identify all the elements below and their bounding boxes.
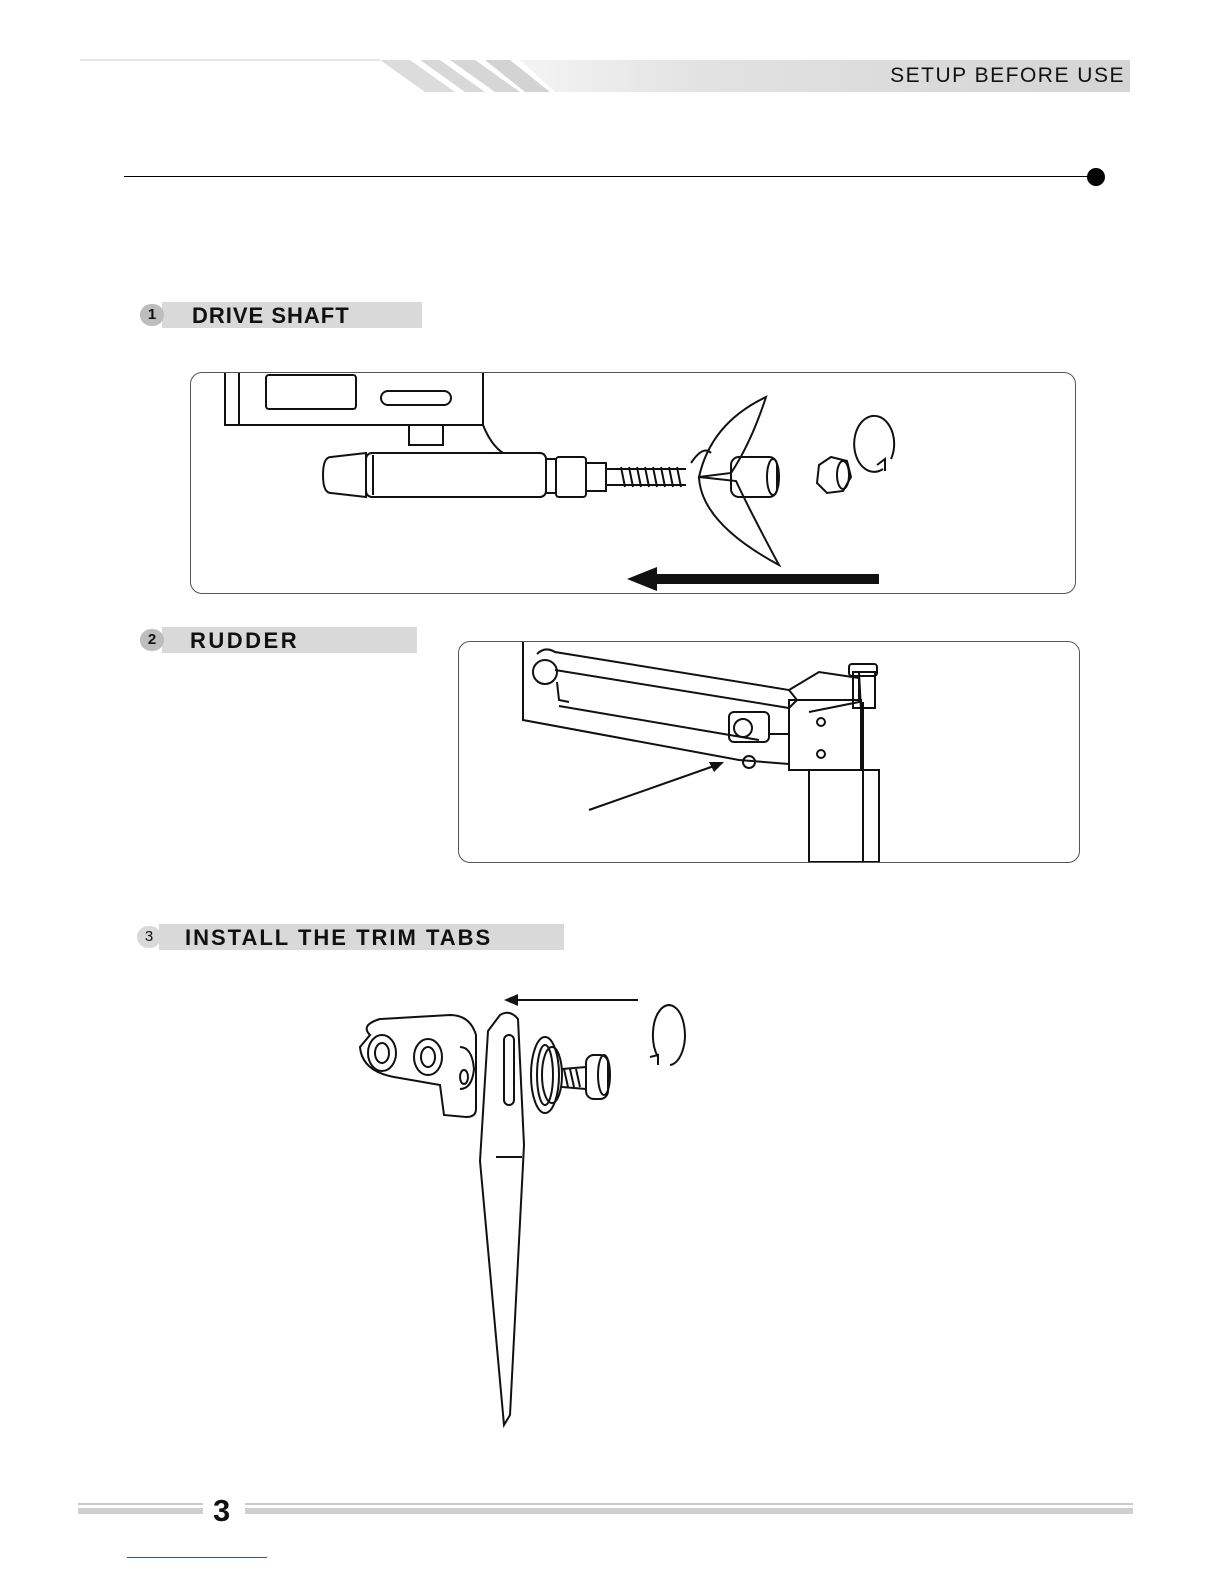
section-title: INSTALL THE TRIM TABS [185, 925, 492, 951]
section-title: DRIVE SHAFT [192, 303, 350, 329]
drive-shaft-illustration [191, 373, 1075, 593]
drive-shaft-diagram [190, 372, 1076, 594]
footer-rule-right [245, 1503, 1133, 1515]
section-3-label: 3 INSTALL THE TRIM TABS [137, 924, 564, 950]
section-1-label: 1 DRIVE SHAFT [140, 302, 422, 328]
trim-tab-illustration [340, 985, 720, 1435]
rudder-diagram [458, 641, 1080, 863]
section-title: RUDDER [190, 628, 299, 654]
footer-link-underline[interactable] [127, 1557, 267, 1558]
rudder-illustration [459, 642, 1079, 862]
header-title: SETUP BEFORE USE [890, 64, 1125, 88]
header-dot [1087, 168, 1105, 186]
header-rule [124, 176, 1096, 177]
footer-rule-left [78, 1503, 203, 1515]
section-2-label: 2 RUDDER [140, 627, 417, 653]
section-number: 2 [140, 629, 164, 651]
section-number: 1 [140, 304, 164, 326]
section-number: 3 [137, 926, 161, 948]
page-number: 3 [213, 1493, 230, 1529]
